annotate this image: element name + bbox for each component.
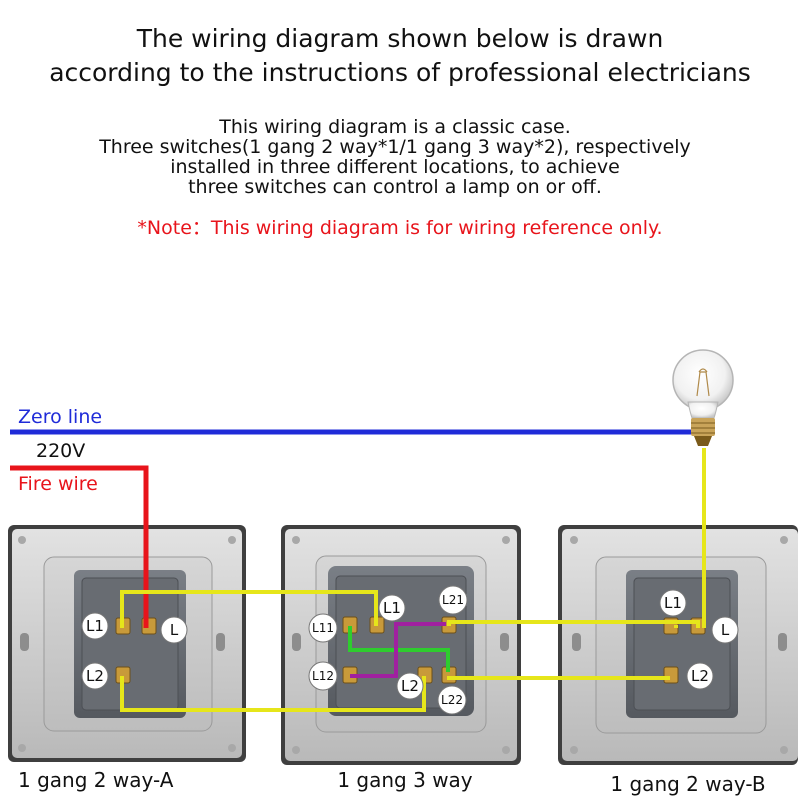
- switch-a-plate: [8, 525, 246, 762]
- svg-text:L21: L21: [442, 593, 464, 607]
- terminal-mid-l1: L1: [378, 594, 406, 622]
- svg-text:L1: L1: [383, 599, 401, 617]
- light-bulb-icon: [672, 349, 734, 446]
- terminal-a-l1: L1: [81, 612, 109, 640]
- terminal-mid-l11: L11: [308, 613, 338, 643]
- note-text: *Note：This wiring diagram is for wiring …: [137, 217, 663, 239]
- svg-text:L2: L2: [401, 677, 419, 695]
- terminal-b-l: L: [711, 616, 739, 644]
- description-line-1: This wiring diagram is a classic case.: [219, 116, 571, 138]
- svg-text:L1: L1: [86, 617, 104, 635]
- caption-switch-a: 1 gang 2 way-A: [18, 768, 174, 792]
- zero-line-label: Zero line: [18, 406, 103, 428]
- terminal-b-l2: L2: [686, 662, 714, 690]
- fire-wire: [10, 465, 149, 628]
- switch-mid-plate: [281, 525, 521, 765]
- svg-text:L2: L2: [86, 667, 104, 685]
- svg-text:L12: L12: [312, 669, 334, 683]
- terminal-b-l1: L1: [659, 589, 687, 617]
- terminal-labels: L1 L L2 L1 L11 L21 L12 L2: [81, 585, 739, 715]
- terminal-a-l: L: [160, 616, 188, 644]
- svg-text:L: L: [170, 621, 179, 639]
- traveler-wires: [120, 448, 706, 712]
- title-line-2: according to the instructions of profess…: [49, 58, 751, 87]
- terminal-mid-l2: L2: [396, 672, 424, 700]
- svg-text:L11: L11: [312, 621, 334, 635]
- svg-text:L2: L2: [691, 667, 709, 685]
- terminal-mid-l22: L22: [437, 685, 467, 715]
- terminal-a-l2: L2: [81, 662, 109, 690]
- description-line-3: installed in three different locations, …: [170, 156, 620, 178]
- title-line-1: The wiring diagram shown below is drawn: [136, 24, 664, 53]
- description-line-2: Three switches(1 gang 2 way*1/1 gang 3 w…: [99, 136, 691, 158]
- svg-text:L1: L1: [664, 594, 682, 612]
- green-wire: [348, 626, 450, 672]
- terminal-mid-l21: L21: [438, 585, 468, 615]
- svg-text:L22: L22: [441, 693, 463, 707]
- voltage-label: 220V: [36, 440, 86, 462]
- caption-switch-b: 1 gang 2 way-B: [610, 772, 766, 796]
- switch-b-plate: [558, 525, 798, 765]
- description-line-4: three switches can control a lamp on or …: [188, 176, 602, 198]
- fire-wire-label: Fire wire: [18, 473, 98, 495]
- svg-text:L: L: [721, 621, 730, 639]
- purple-wire: [350, 622, 446, 678]
- caption-switch-mid: 1 gang 3 way: [337, 768, 473, 792]
- terminal-mid-l12: L12: [308, 661, 338, 691]
